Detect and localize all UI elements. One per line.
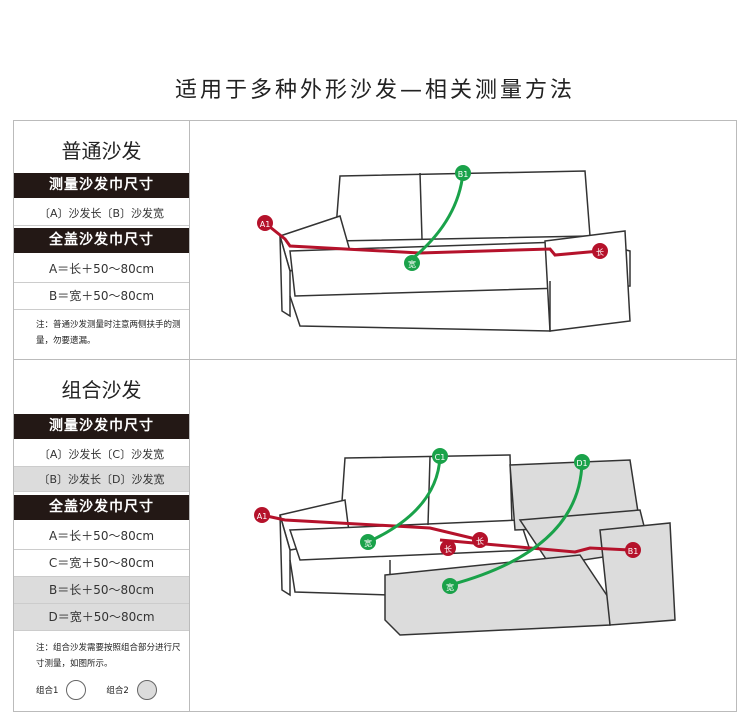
label-b1: B1: [625, 542, 641, 558]
cover-bar: 全盖沙发巾尺寸: [14, 495, 189, 520]
cover-row: C＝宽＋50～80cm: [14, 550, 189, 577]
cover-row: B＝长＋50～80cm: [14, 577, 189, 604]
regular-sofa-info: 普通沙发 测量沙发巾尺寸 〔A〕沙发长〔B〕沙发宽 全盖沙发巾尺寸 A＝长＋50…: [14, 121, 190, 359]
measure-row: 〔A〕沙发长〔C〕沙发宽: [14, 442, 189, 467]
label-length: 长: [592, 243, 608, 259]
length-line-b: [439, 538, 631, 554]
label-d1: D1: [574, 454, 590, 470]
note: 注：组合沙发需要按照组合部分进行尺寸测量，如图所示。: [36, 643, 181, 669]
svg-text:宽: 宽: [408, 259, 416, 269]
svg-text:长: 长: [596, 247, 604, 257]
legend-swatch-white: [66, 680, 87, 700]
width-line: [411, 172, 465, 261]
regular-heading: 普通沙发: [61, 139, 142, 163]
measure-bar: 测量沙发巾尺寸: [14, 414, 189, 439]
width-line-d: [449, 461, 584, 587]
measure-bar: 测量沙发巾尺寸: [14, 173, 189, 198]
combo-sofa-diagram: A1 C1 D1 B1 宽 长 长 宽: [254, 448, 676, 636]
svg-text:B1: B1: [458, 170, 469, 179]
label-c1: C1: [432, 448, 448, 464]
svg-text:宽: 宽: [364, 538, 372, 548]
length-line-a: [261, 513, 481, 542]
measure-row: 〔B〕沙发长〔D〕沙发宽: [14, 467, 189, 492]
svg-text:A1: A1: [260, 220, 271, 229]
cover-bar: 全盖沙发巾尺寸: [14, 228, 189, 253]
label-width-1: 宽: [360, 534, 376, 550]
label-length-2: 长: [440, 540, 456, 556]
cover-row: A＝长＋50～80cm: [14, 523, 189, 550]
legend-swatch-gray: [136, 680, 157, 700]
svg-text:D1: D1: [576, 459, 587, 468]
svg-text:长: 长: [476, 536, 484, 546]
legend-label-2: 组合2: [106, 686, 129, 696]
cover-row: B＝宽＋50～80cm: [14, 283, 189, 310]
combo-sofa-panel: 组合沙发 测量沙发巾尺寸 〔A〕沙发长〔C〕沙发宽 〔B〕沙发长〔D〕沙发宽 全…: [13, 359, 737, 712]
label-a1: A1: [254, 507, 270, 523]
label-a1: A1: [257, 215, 273, 231]
measure-row: 〔A〕沙发长〔B〕沙发宽: [14, 201, 189, 226]
legend: 组合1 组合2: [36, 680, 169, 700]
svg-text:长: 长: [444, 544, 452, 554]
regular-sofa-panel: 普通沙发 测量沙发巾尺寸 〔A〕沙发长〔B〕沙发宽 全盖沙发巾尺寸 A＝长＋50…: [13, 120, 737, 360]
note: 注：普通沙发测量时注意两侧扶手的测量，勿要遗漏。: [36, 320, 181, 346]
svg-text:A1: A1: [257, 512, 268, 521]
sofa-seat: [289, 240, 631, 297]
label-length-1: 长: [472, 532, 488, 548]
width-line-c: [367, 455, 442, 544]
cover-row: D＝宽＋50～80cm: [14, 604, 189, 631]
svg-text:宽: 宽: [446, 582, 454, 592]
page-title: 适用于多种外形沙发—相关测量方法: [174, 78, 575, 103]
cover-row: A＝长＋50～80cm: [14, 256, 189, 283]
label-width: 宽: [404, 255, 420, 271]
legend-label-1: 组合1: [36, 686, 59, 696]
combo-heading: 组合沙发: [61, 378, 142, 402]
combo-sofa-info: 组合沙发 测量沙发巾尺寸 〔A〕沙发长〔C〕沙发宽 〔B〕沙发长〔D〕沙发宽 全…: [14, 360, 190, 711]
svg-text:B1: B1: [628, 547, 639, 556]
label-b1: B1: [455, 165, 471, 181]
svg-text:C1: C1: [435, 453, 446, 462]
sofa-arm: [544, 230, 631, 332]
regular-sofa-diagram: A1 B1 宽 长: [257, 165, 631, 332]
label-width-2: 宽: [442, 578, 458, 594]
